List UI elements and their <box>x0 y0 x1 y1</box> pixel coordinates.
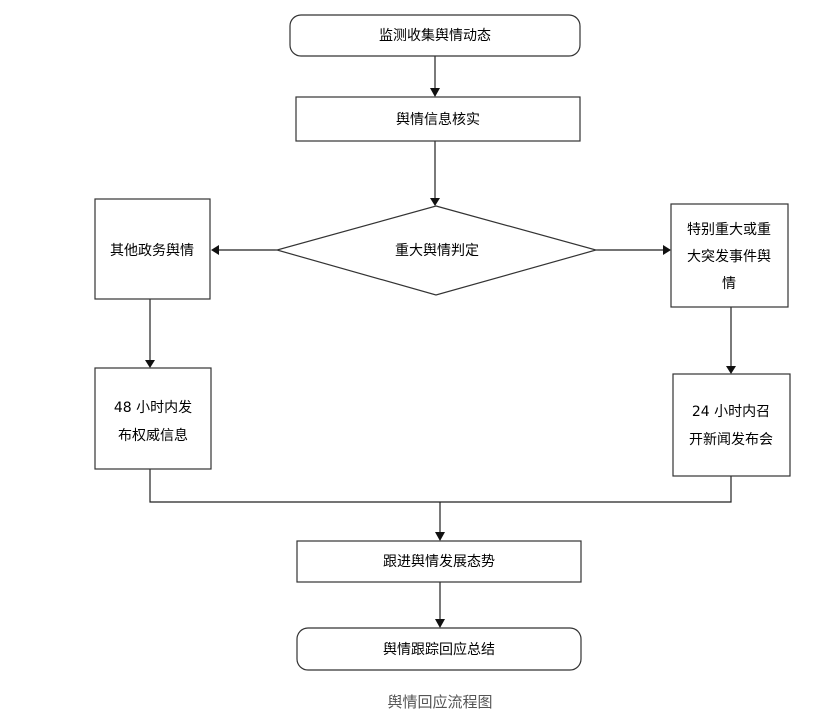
node-press-line2: 开新闻发布会 <box>689 432 773 448</box>
node-start: 监测收集舆情动态 <box>289 14 581 57</box>
node-summary: 舆情跟踪回应总结 <box>296 627 582 671</box>
node-decision: 重大舆情判定 <box>274 205 599 296</box>
arrowhead-summary <box>435 619 445 628</box>
node-follow: 跟进舆情发展态势 <box>296 540 582 583</box>
node-follow-label: 跟进舆情发展态势 <box>383 554 495 570</box>
node-other-label: 其他政务舆情 <box>110 243 194 259</box>
arrowhead-verify <box>430 88 440 97</box>
node-decision-label: 重大舆情判定 <box>395 243 479 259</box>
node-release-line1: 48 小时内发 <box>114 400 192 416</box>
arrowhead-major <box>663 245 671 255</box>
node-start-label: 监测收集舆情动态 <box>379 27 491 44</box>
node-release-line2: 布权威信息 <box>118 427 188 444</box>
node-other: 其他政务舆情 <box>94 198 211 300</box>
arrowhead-press <box>726 366 736 374</box>
node-major-line1: 特别重大或重 <box>687 222 771 238</box>
arrowhead-other <box>211 245 219 255</box>
connector-merge <box>149 469 732 503</box>
node-press-line1: 24 小时内召 <box>692 404 770 420</box>
node-press: 24 小时内召 开新闻发布会 <box>672 373 791 477</box>
node-major-line2: 大突发事件舆 <box>687 249 771 265</box>
node-verify-label: 舆情信息核实 <box>396 111 480 128</box>
arrowhead-follow <box>435 532 445 541</box>
node-release: 48 小时内发 布权威信息 <box>94 367 212 470</box>
arrowhead-release <box>145 360 155 368</box>
node-major-line3: 情 <box>722 276 736 292</box>
node-major: 特别重大或重 大突发事件舆 情 <box>670 203 789 308</box>
node-verify: 舆情信息核实 <box>295 96 581 142</box>
node-summary-label: 舆情跟踪回应总结 <box>383 641 495 658</box>
arrowhead-decision <box>430 198 440 206</box>
figure-caption: 舆情回应流程图 <box>387 693 492 711</box>
